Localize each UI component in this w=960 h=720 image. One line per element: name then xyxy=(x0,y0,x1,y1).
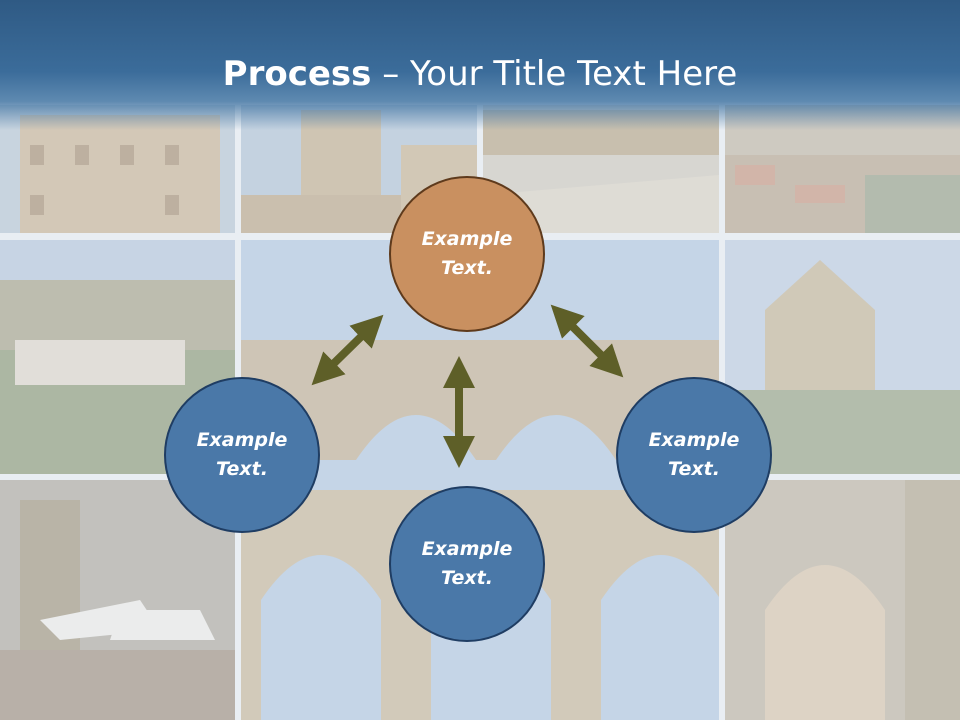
photo-aqueduct-arch xyxy=(725,480,960,720)
process-node-bottom[interactable]: Example Text. xyxy=(389,486,545,642)
title-text: Your Title Text Here xyxy=(410,54,738,94)
title-dash: – xyxy=(371,54,411,94)
process-node-left[interactable]: Example Text. xyxy=(164,377,320,533)
node-top-label: Example Text. xyxy=(421,228,513,279)
process-node-right[interactable]: Example Text. xyxy=(616,377,772,533)
title-bold-word: Process xyxy=(222,54,372,94)
node-bottom-label: Example Text. xyxy=(421,538,513,589)
photo-cafe-terrace xyxy=(0,480,235,720)
node-left-label: Example Text. xyxy=(196,429,288,480)
node-right-label: Example Text. xyxy=(648,429,740,480)
process-node-top[interactable]: Example Text. xyxy=(389,176,545,332)
title-bar xyxy=(0,0,960,130)
slide-title[interactable]: Process – Your Title Text Here xyxy=(0,52,960,96)
